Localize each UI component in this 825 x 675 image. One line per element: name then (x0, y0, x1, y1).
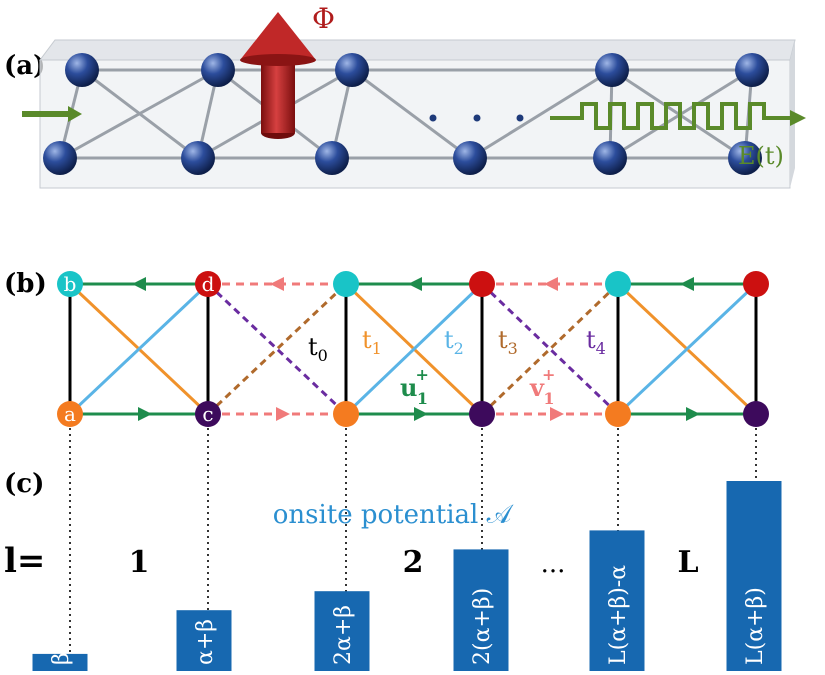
site-ball (453, 141, 487, 175)
t2-label: t2 (444, 326, 464, 358)
site-b (605, 271, 631, 297)
potential-bar-label: α+β (193, 619, 218, 665)
panel-a-label: (a) (4, 51, 45, 81)
site-d (743, 271, 769, 297)
cell-index-L: L (677, 545, 698, 580)
site-label-b: b (64, 272, 77, 296)
site-ball (593, 141, 627, 175)
flux-arrow-icon (240, 12, 316, 139)
site-ball (728, 141, 762, 175)
v-arrowheads (270, 277, 564, 421)
site-a (333, 401, 359, 427)
site-label-a: a (64, 402, 76, 426)
v1-label: v+1 (529, 365, 555, 408)
site-label-c: c (202, 402, 213, 426)
ladder-sites (57, 271, 769, 427)
t3-label: t3 (498, 326, 518, 358)
potential-bar-label: β (49, 652, 74, 665)
intracell-vertical-bonds (68, 284, 758, 414)
potential-bar-label: L(α+β) (743, 587, 768, 665)
site-ball (315, 141, 349, 175)
potential-bar (453, 549, 509, 671)
t4-bonds (206, 282, 620, 416)
site-ball (43, 141, 77, 175)
potential-bars: β α+β 2α+β 2(α+β) L(α+β)-α L(α+β) (32, 481, 782, 671)
cell-index-2: 2 (403, 545, 424, 580)
site-ball (735, 53, 769, 87)
field-label: E(t) (738, 142, 784, 170)
site-ball (65, 53, 99, 87)
site-b (57, 271, 83, 297)
t4-label: t4 (586, 326, 606, 358)
panel-a: (a) (4, 2, 806, 189)
site-label-d: d (202, 272, 215, 296)
flux-label: Φ (312, 2, 335, 35)
panel-b-label: (b) (4, 269, 47, 299)
site-c (469, 401, 495, 427)
potential-bar (726, 481, 782, 671)
t2-bonds (68, 282, 758, 416)
panel-c-label: (c) (4, 469, 44, 499)
site-ball (181, 141, 215, 175)
site-ball (201, 53, 235, 87)
site-c (195, 401, 221, 427)
t3-bonds (206, 282, 620, 416)
lattice-sites (43, 53, 769, 175)
site-a (57, 401, 83, 427)
ellipsis-dots (429, 114, 524, 122)
potential-bar (314, 591, 370, 671)
t1-label: t1 (362, 326, 382, 358)
potential-bar-label: 2(α+β) (470, 588, 495, 665)
site-d (195, 271, 221, 297)
site-ball (595, 53, 629, 87)
u1-label: u+1 (400, 365, 429, 408)
panel-c: (c) onsite potential 𝒜 l= 1 2 ... L β α+β… (4, 428, 782, 671)
onsite-title: onsite potential 𝒜 (273, 500, 514, 530)
u-arrowheads (132, 277, 700, 421)
potential-bar-label: 2α+β (331, 605, 356, 665)
t0-label: t0 (308, 333, 328, 365)
l-prefix: l= (4, 541, 45, 581)
site-c (743, 401, 769, 427)
potential-bar (32, 653, 88, 671)
cell-index-ellipsis: ... (541, 549, 566, 579)
potential-bar (589, 530, 645, 671)
site-ball (335, 53, 369, 87)
potential-bar (176, 610, 232, 671)
site-d (469, 271, 495, 297)
site-b (333, 271, 359, 297)
v-hopping-lines (208, 282, 618, 416)
incoming-arrow-icon (22, 106, 82, 122)
panel-b: (b) (4, 269, 769, 427)
cell-index-1: 1 (129, 545, 150, 580)
site-a (605, 401, 631, 427)
field-wave-icon (550, 102, 806, 130)
potential-bar-label: L(α+β)-α (606, 565, 631, 665)
slab-top (39, 39, 796, 61)
